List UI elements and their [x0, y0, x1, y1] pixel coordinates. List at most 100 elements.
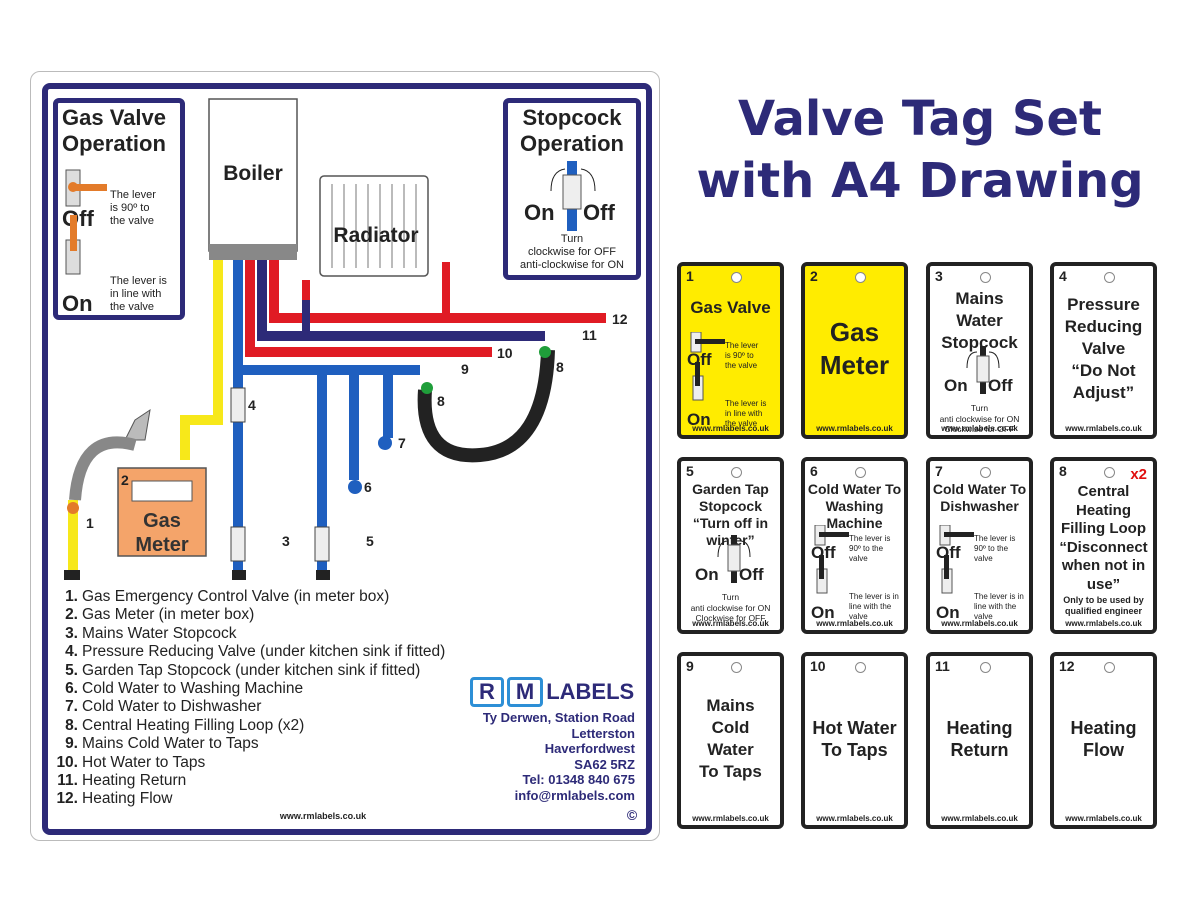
boiler-body — [208, 98, 298, 252]
tag-off-text-line: is 90º to — [725, 351, 754, 360]
tag-title-line: Valve — [1081, 338, 1126, 358]
tag-on-label: On — [687, 410, 711, 429]
gas-off-line2: is 90º to — [110, 202, 150, 214]
tag-on-label: On — [811, 603, 835, 622]
tag-title-line: Return — [950, 739, 1009, 760]
tag-title-line: Water — [707, 739, 754, 759]
legend-text: Heating Flow — [82, 790, 173, 808]
rm-labels-logo: R M LABELS — [470, 677, 634, 707]
tag-title-line: Adjust” — [1072, 382, 1135, 402]
tag-number: 4 — [1059, 268, 1067, 284]
gas-lever-icon — [65, 169, 107, 275]
tag-off-text-line: the valve — [725, 361, 758, 370]
legend-text: Central Heating Filling Loop (x2) — [82, 716, 305, 734]
tag-url: www.rmlabels.co.uk — [816, 814, 893, 823]
legend-number: 4. — [65, 643, 78, 661]
tag-number: 7 — [935, 463, 943, 479]
tag-title-line: Reducing — [1064, 316, 1143, 336]
tag-hole — [1104, 662, 1115, 673]
legend-item: 11.Heating Return — [56, 772, 445, 790]
legend-item: 3.Mains Water Stopcock — [56, 625, 445, 643]
tag-off-label: Off — [687, 350, 712, 369]
company-address: Ty Derwen, Station Road Letterston Haver… — [470, 710, 635, 803]
tag-url: www.rmlabels.co.uk — [816, 424, 893, 433]
callout-9: 9 — [461, 361, 469, 377]
legend-item: 7.Cold Water to Dishwasher — [56, 698, 445, 716]
tag-title-line: Cold Water To — [807, 481, 902, 497]
flexible-gas-hose — [69, 436, 137, 501]
callout-10: 10 — [497, 345, 513, 361]
tag-title-line: Mains — [955, 289, 1004, 308]
legend-text: Hot Water to Taps — [82, 753, 206, 771]
tag-title-line: Cold — [711, 717, 750, 737]
tag-number: 6 — [810, 463, 818, 479]
tag-off-label: Off — [988, 376, 1013, 395]
tag-title-line: Gas — [829, 316, 880, 347]
valve-legend: 1.Gas Emergency Control Valve (in meter … — [56, 588, 445, 809]
tag-title-line: Filling Loop — [1061, 520, 1146, 537]
tag-url: www.rmlabels.co.uk — [941, 619, 1018, 628]
tag-on-text-line: The lever is in — [849, 592, 899, 601]
stop-turn: Turn — [560, 233, 584, 245]
tag-hole — [855, 662, 866, 673]
tag-title-line: Dishwasher — [940, 498, 1019, 514]
tag-quantity: x2 — [1130, 466, 1147, 483]
tag-off-text-line: The lever — [725, 341, 759, 350]
logo-m: M — [506, 677, 544, 707]
tag-note: Only to be used by qualified engineer — [1063, 595, 1144, 616]
tag-hole — [980, 467, 991, 478]
legend-number: 1. — [65, 588, 78, 605]
lever-valve-icon — [690, 332, 725, 401]
boiler-label: Boiler — [223, 162, 283, 185]
tag-off-text-line: The lever is — [849, 534, 891, 543]
tag-title-line: Garden Tap — [692, 481, 769, 497]
lever-valve-icon — [814, 525, 849, 594]
tag-on-label: On — [695, 565, 719, 584]
tag-on-label: On — [936, 603, 960, 622]
tag-on-text-line: The lever is — [725, 399, 767, 408]
tag-on-text-line: line with the — [849, 602, 892, 611]
tag-title-line: “Disconnect — [1059, 538, 1148, 556]
stop-box-on: On — [524, 200, 555, 225]
logo-r: R — [470, 677, 504, 707]
tag-url: www.rmlabels.co.uk — [692, 424, 769, 433]
tag-title-line: To Taps — [821, 739, 888, 760]
tag-off-label: Off — [811, 543, 836, 562]
address-line: Ty Derwen, Station Road — [482, 710, 635, 725]
tag-title: Gas Valve — [683, 298, 778, 318]
legend-number: 6. — [65, 680, 78, 698]
tag-hole — [731, 467, 742, 478]
heading-line-1: Valve Tag Set — [737, 91, 1102, 147]
gas-pipe — [180, 260, 223, 460]
tag-number: 8 — [1059, 463, 1067, 479]
boiler-base — [209, 244, 297, 260]
tag-url: www.rmlabels.co.uk — [1065, 424, 1142, 433]
tag-url: www.rmlabels.co.uk — [941, 814, 1018, 823]
gas-box-off-text: The lever is 90º to the valve — [110, 189, 156, 228]
tag-title-line: when not in — [1061, 557, 1146, 574]
tag-url: www.rmlabels.co.uk — [692, 619, 769, 628]
legend-text: Mains Water Stopcock — [82, 624, 237, 642]
heading: Valve Tag Set with A4 Drawing — [680, 88, 1160, 212]
callout-8a: 8 — [437, 393, 445, 409]
legend-item: 8.Central Heating Filling Loop (x2) — [56, 717, 445, 735]
gas-box-off: Off — [62, 206, 94, 231]
tag-off-label: Off — [936, 543, 961, 562]
callout-6: 6 — [364, 479, 372, 495]
tag-title-line: Flow — [1083, 739, 1124, 760]
tag-title-line: To Taps — [699, 761, 762, 781]
callout-5: 5 — [366, 533, 374, 549]
tag-title-line: “Do Not — [1071, 360, 1136, 380]
legend-item: 5.Garden Tap Stopcock (under kitchen sin… — [56, 662, 445, 680]
